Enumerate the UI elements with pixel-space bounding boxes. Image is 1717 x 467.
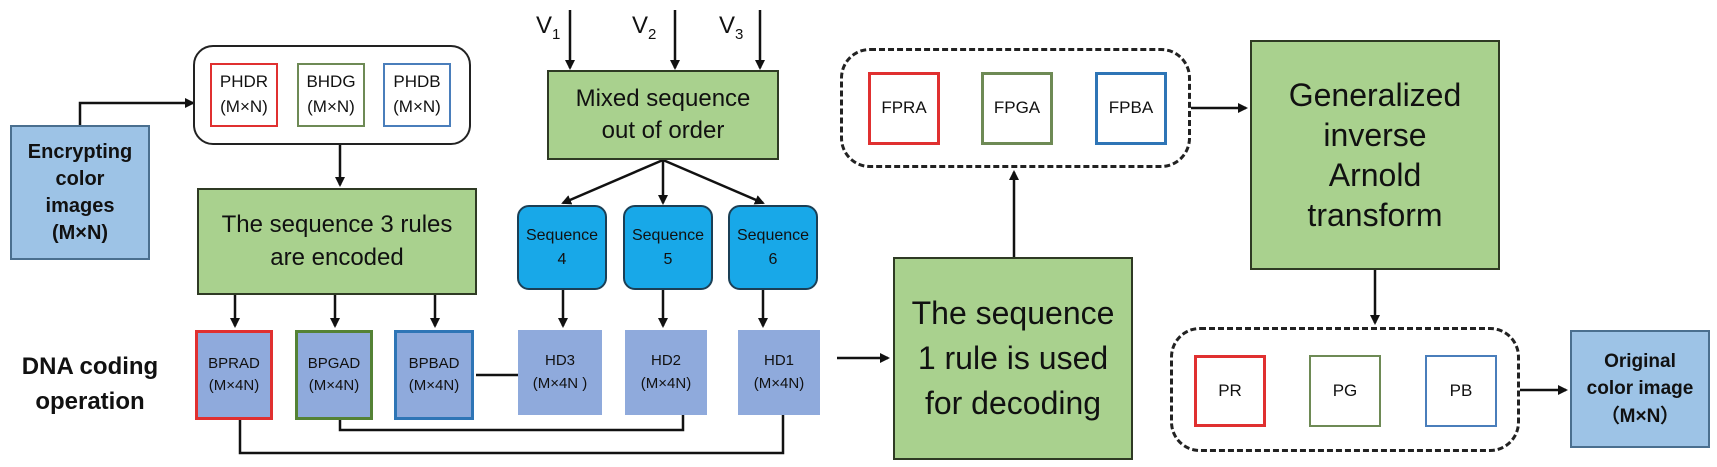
phd-g-name: BHDG [306, 72, 356, 92]
fpra-box: FPRA [868, 72, 940, 145]
phd-g-size: (M×N) [307, 97, 355, 116]
sequence-4-box: Sequence 4 [517, 205, 607, 290]
fpga-box: FPGA [981, 72, 1053, 145]
input-image-line3: images [45, 194, 115, 217]
seq4-line1: Sequence [525, 227, 599, 245]
phd-r-name: PHDR [219, 72, 269, 92]
fpga-name: FPGA [993, 98, 1041, 118]
seq5-line2: 5 [663, 250, 673, 268]
bprad-size: (M×4N) [208, 377, 260, 394]
seq6-line2: 6 [768, 250, 778, 268]
v2-base: V [632, 12, 649, 39]
seq5-line1: Sequence [631, 227, 705, 245]
arnold-line2: inverse [1323, 117, 1427, 153]
hd1-box: HD1 (M×4N) [738, 330, 820, 415]
output-image-box: Original color image （M×N） [1570, 330, 1710, 448]
bpbad-box: BPBAD (M×4N) [394, 330, 474, 420]
hd3-size: (M×4N ) [532, 374, 588, 392]
v1-base: V [536, 12, 553, 39]
hd2-box: HD2 (M×4N) [625, 330, 707, 415]
mixed-line1: Mixed sequence [575, 84, 751, 112]
v3-label: V3 [719, 12, 743, 43]
bpgad-size: (M×4N) [308, 377, 360, 394]
bpgad-box: BPGAD (M×4N) [295, 330, 373, 420]
line-bpgad-hd2 [338, 415, 685, 432]
dna-label-line2: operation [35, 388, 145, 415]
pr-name: PR [1218, 380, 1242, 400]
arrow-mixed-to-seq6 [662, 158, 765, 205]
v1-label: V1 [536, 12, 560, 43]
bpbad-name: BPBAD [408, 354, 460, 372]
hd3-name: HD3 [544, 352, 575, 369]
seq4-line2: 4 [557, 250, 567, 268]
dna-label-line1: DNA coding [21, 353, 159, 381]
fpba-box: FPBA [1095, 72, 1167, 145]
v3-sub: 3 [735, 25, 744, 43]
output-line1: Original [1604, 350, 1676, 372]
encode-line2: are encoded [270, 243, 404, 271]
hd1-name: HD1 [763, 352, 794, 369]
hd2-size: (M×4N) [640, 374, 692, 392]
sequence-6-box: Sequence 6 [728, 205, 818, 290]
bprad-box: BPRAD (M×4N) [195, 330, 273, 420]
bprad-name: BPRAD [208, 354, 260, 372]
input-image-line1: Encrypting [27, 140, 133, 163]
arrow-mixed-to-seq4 [561, 158, 664, 205]
seq6-line1: Sequence [736, 227, 810, 245]
line-bprad-hd1 [238, 415, 785, 455]
pg-name: PG [1332, 380, 1358, 400]
hd3-box: HD3 (M×4N ) [518, 330, 602, 415]
arnold-line4: transform [1307, 197, 1443, 233]
output-line2: color image [1586, 378, 1694, 400]
v2-sub: 2 [648, 25, 657, 43]
decode-line1: The sequence [911, 295, 1115, 332]
mixed-sequence-box: Mixed sequence out of order [547, 70, 779, 160]
phd-r-box: PHDR (M×N) [210, 63, 278, 127]
pr-box: PR [1194, 355, 1266, 427]
v1-sub: 1 [552, 25, 561, 43]
encode-box: The sequence 3 rules are encoded [197, 188, 477, 295]
input-image-line2: color [55, 167, 105, 190]
fpba-name: FPBA [1108, 98, 1154, 118]
bpbad-size: (M×4N) [408, 377, 460, 394]
decode-line3: for decoding [924, 384, 1102, 421]
p-group [1170, 327, 1520, 452]
sequence-5-box: Sequence 5 [623, 205, 713, 290]
phd-b-name: PHDB [393, 72, 441, 92]
v2-label: V2 [632, 12, 656, 43]
input-image-box: Encrypting color images (M×N) [10, 125, 150, 260]
mixed-line2: out of order [601, 117, 725, 144]
arrow-input-to-channels [78, 98, 195, 125]
phd-b-box: PHDB (M×N) [383, 63, 451, 127]
hd1-size: (M×4N) [753, 374, 805, 392]
pg-box: PG [1309, 355, 1381, 427]
phd-r-size: (M×N) [220, 97, 268, 116]
fpra-name: FPRA [881, 98, 927, 118]
pb-box: PB [1425, 355, 1497, 427]
arnold-line3: Arnold [1328, 157, 1422, 193]
decode-box: The sequence 1 rule is used for decoding [893, 257, 1133, 460]
arnold-line1: Generalized [1288, 77, 1462, 113]
hd2-name: HD2 [650, 352, 681, 369]
v3-base: V [719, 12, 736, 39]
phd-g-box: BHDG (M×N) [297, 63, 365, 127]
bpgad-name: BPGAD [307, 354, 361, 372]
phd-b-size: (M×N) [393, 97, 441, 116]
decode-line2: 1 rule is used [917, 340, 1109, 377]
fp-group [840, 48, 1191, 168]
pb-name: PB [1449, 380, 1473, 400]
dna-coding-label: DNA coding operation [20, 340, 160, 430]
output-line3: （M×N） [1600, 405, 1680, 427]
input-image-line4: (M×N) [51, 221, 109, 244]
encode-line1: The sequence 3 rules [221, 211, 453, 239]
arnold-transform-box: Generalized inverse Arnold transform [1250, 40, 1500, 270]
